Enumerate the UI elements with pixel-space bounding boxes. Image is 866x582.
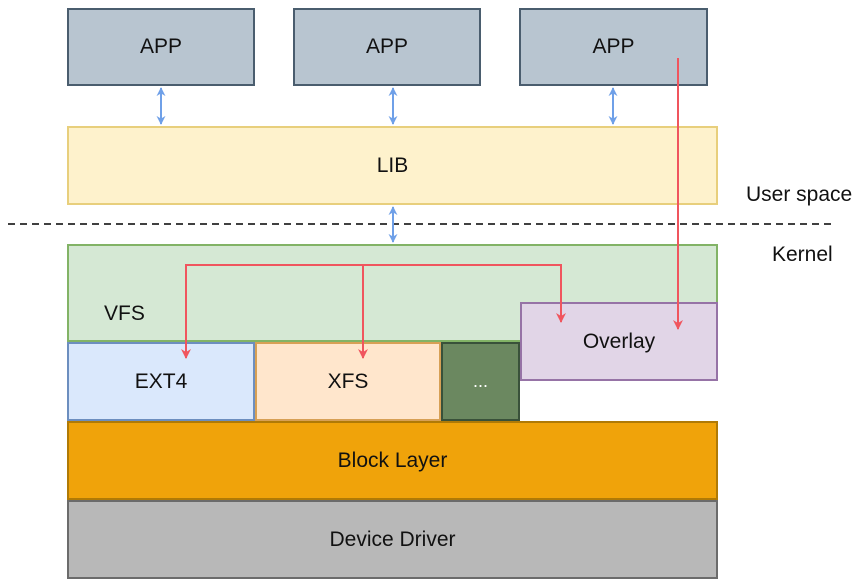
overlay-label: Overlay xyxy=(582,329,656,353)
block-layer-label: Block Layer xyxy=(337,448,448,472)
overlay-box: Overlay xyxy=(520,302,718,381)
vfs-dispatch-line xyxy=(185,264,562,358)
app-label-1: APP xyxy=(139,35,183,58)
user-space-label: User space xyxy=(746,183,853,206)
app-label-3: APP xyxy=(592,35,635,58)
app-label-2: APP xyxy=(365,35,409,58)
device-driver-label: Device Driver xyxy=(329,527,456,551)
lib-label: LIB xyxy=(376,153,409,177)
other-fs-box: ... xyxy=(441,342,520,421)
kernel-label: Kernel xyxy=(772,243,833,266)
ext4-box: EXT4 xyxy=(67,342,255,421)
xfs-box: XFS xyxy=(255,342,441,421)
app-box-2: APP xyxy=(293,8,481,86)
vfs-label: VFS xyxy=(104,302,145,325)
xfs-label: XFS xyxy=(327,369,369,393)
app-box-1: APP xyxy=(67,8,255,86)
other-fs-label: ... xyxy=(472,371,488,391)
block-layer-box: Block Layer xyxy=(67,421,718,500)
lib-box: LIB xyxy=(67,126,718,205)
device-driver-box: Device Driver xyxy=(67,500,718,579)
app-box-3: APP xyxy=(519,8,708,86)
ext4-label: EXT4 xyxy=(134,369,188,393)
